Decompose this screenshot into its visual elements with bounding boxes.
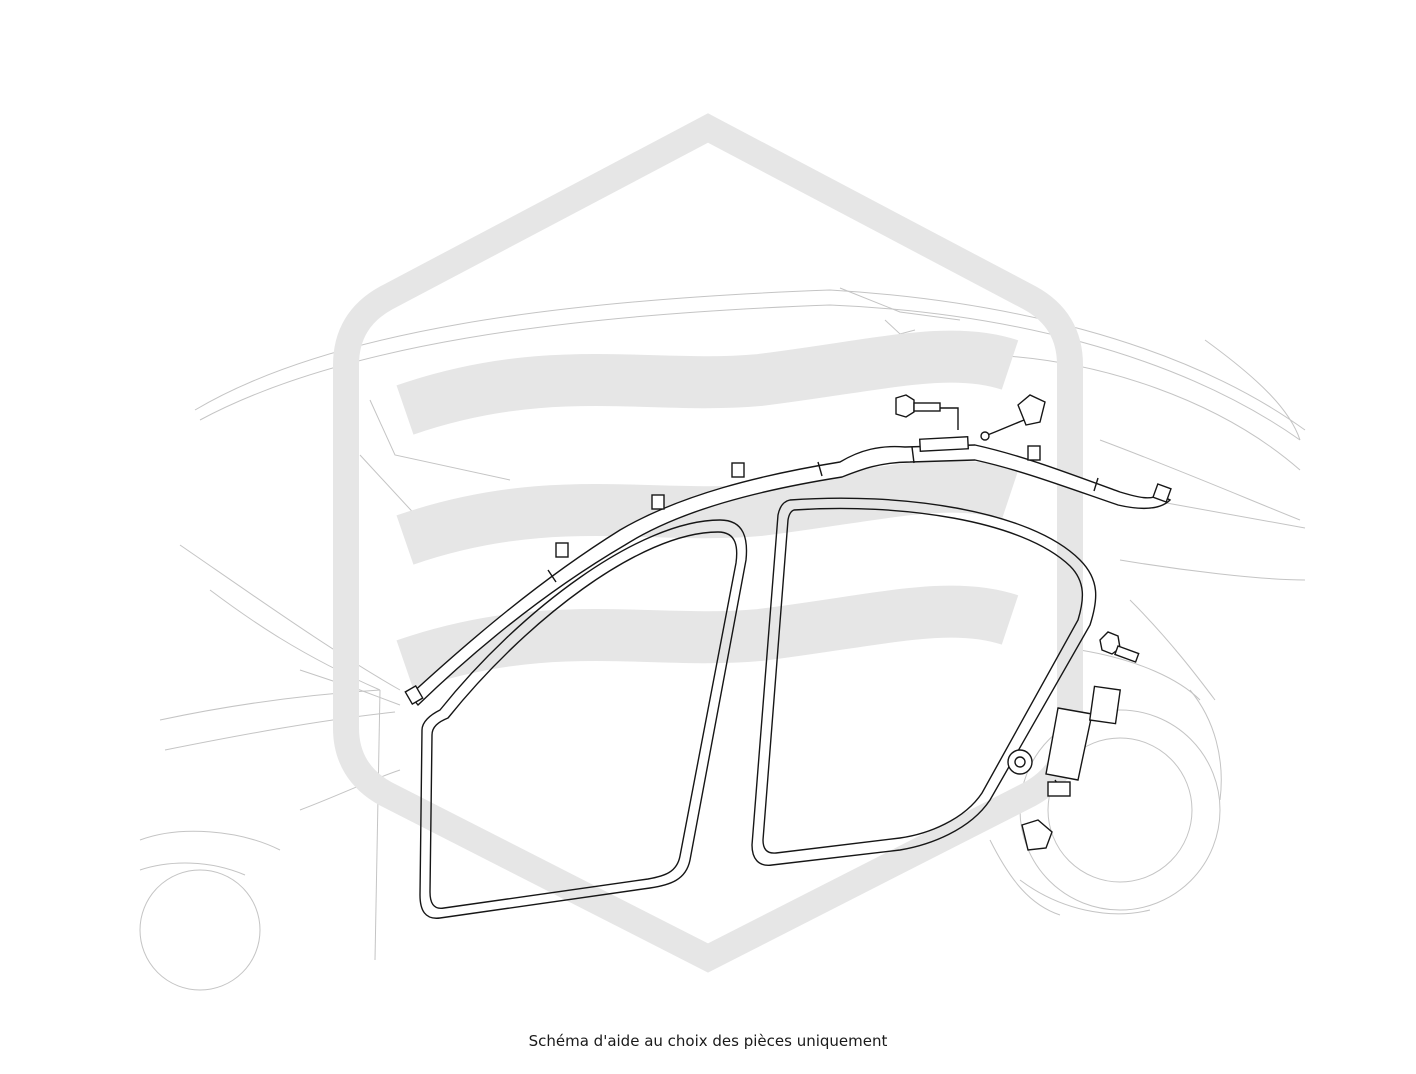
side-airbag-module xyxy=(1045,685,1122,797)
car-body-outline xyxy=(139,287,1306,991)
nut-lower xyxy=(1007,749,1033,775)
front-door-seal xyxy=(419,519,748,919)
watermark-logo xyxy=(333,113,1083,973)
rear-door-seal xyxy=(751,497,1097,866)
clip-lower xyxy=(1021,819,1053,851)
clip-upper xyxy=(980,394,1046,441)
curtain-airbag xyxy=(404,436,1172,707)
bolt-lower xyxy=(1099,631,1140,663)
diagram-caption: Schéma d'aide au choix des pièces unique… xyxy=(528,1032,888,1050)
bolt-upper xyxy=(895,394,959,430)
